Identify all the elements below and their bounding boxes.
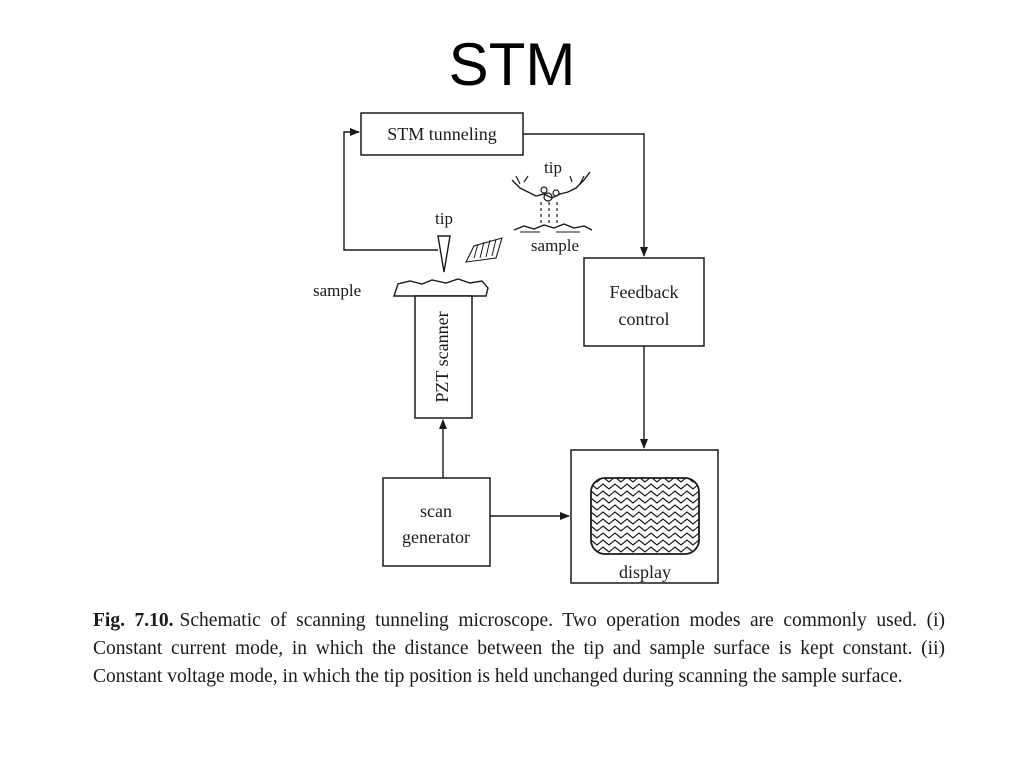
- stm-to-feedback-arrow: [523, 133, 648, 257]
- feedback-label-line1: Feedback: [610, 282, 679, 302]
- tip-needle: [437, 235, 451, 273]
- caption-text: Schematic of scanning tunneling microsco…: [93, 610, 945, 687]
- sample-block: [393, 278, 489, 297]
- stm-tunneling-label: STM tunneling: [387, 124, 497, 144]
- figure-number: Fig. 7.10.: [93, 610, 174, 631]
- display-box: display: [570, 449, 719, 584]
- slide-title: STM: [448, 31, 576, 98]
- scan-generator-box: scan generator: [382, 477, 491, 567]
- display-label: display: [619, 562, 671, 582]
- inset-sample-surface: [513, 223, 593, 231]
- tip-label: tip: [435, 209, 453, 228]
- scan-generator-line2: generator: [402, 527, 470, 547]
- scan-generator-line1: scan: [420, 501, 452, 521]
- inset-tip-label: tip: [544, 158, 562, 177]
- feedback-control-box: Feedback control: [583, 257, 705, 347]
- pzt-scanner: PZT scanner: [414, 295, 473, 419]
- tip-closeup-inset: tip sample: [511, 158, 593, 255]
- figure-caption: Fig. 7.10.Schematic of scanning tunnelin…: [93, 607, 945, 691]
- pzt-scanner-label: PZT scanner: [432, 311, 452, 402]
- stm-schematic: STM tunneling tip sample tip sample PZT …: [313, 112, 719, 584]
- sample-label: sample: [313, 281, 361, 300]
- tip-to-stm-arrow: [343, 128, 438, 251]
- feedback-label-line2: control: [619, 309, 670, 329]
- scan-path-hatch: [465, 237, 503, 263]
- inset-sample-label: sample: [531, 236, 579, 255]
- stm-tunneling-box: STM tunneling: [360, 112, 524, 156]
- display-screen: [590, 477, 700, 555]
